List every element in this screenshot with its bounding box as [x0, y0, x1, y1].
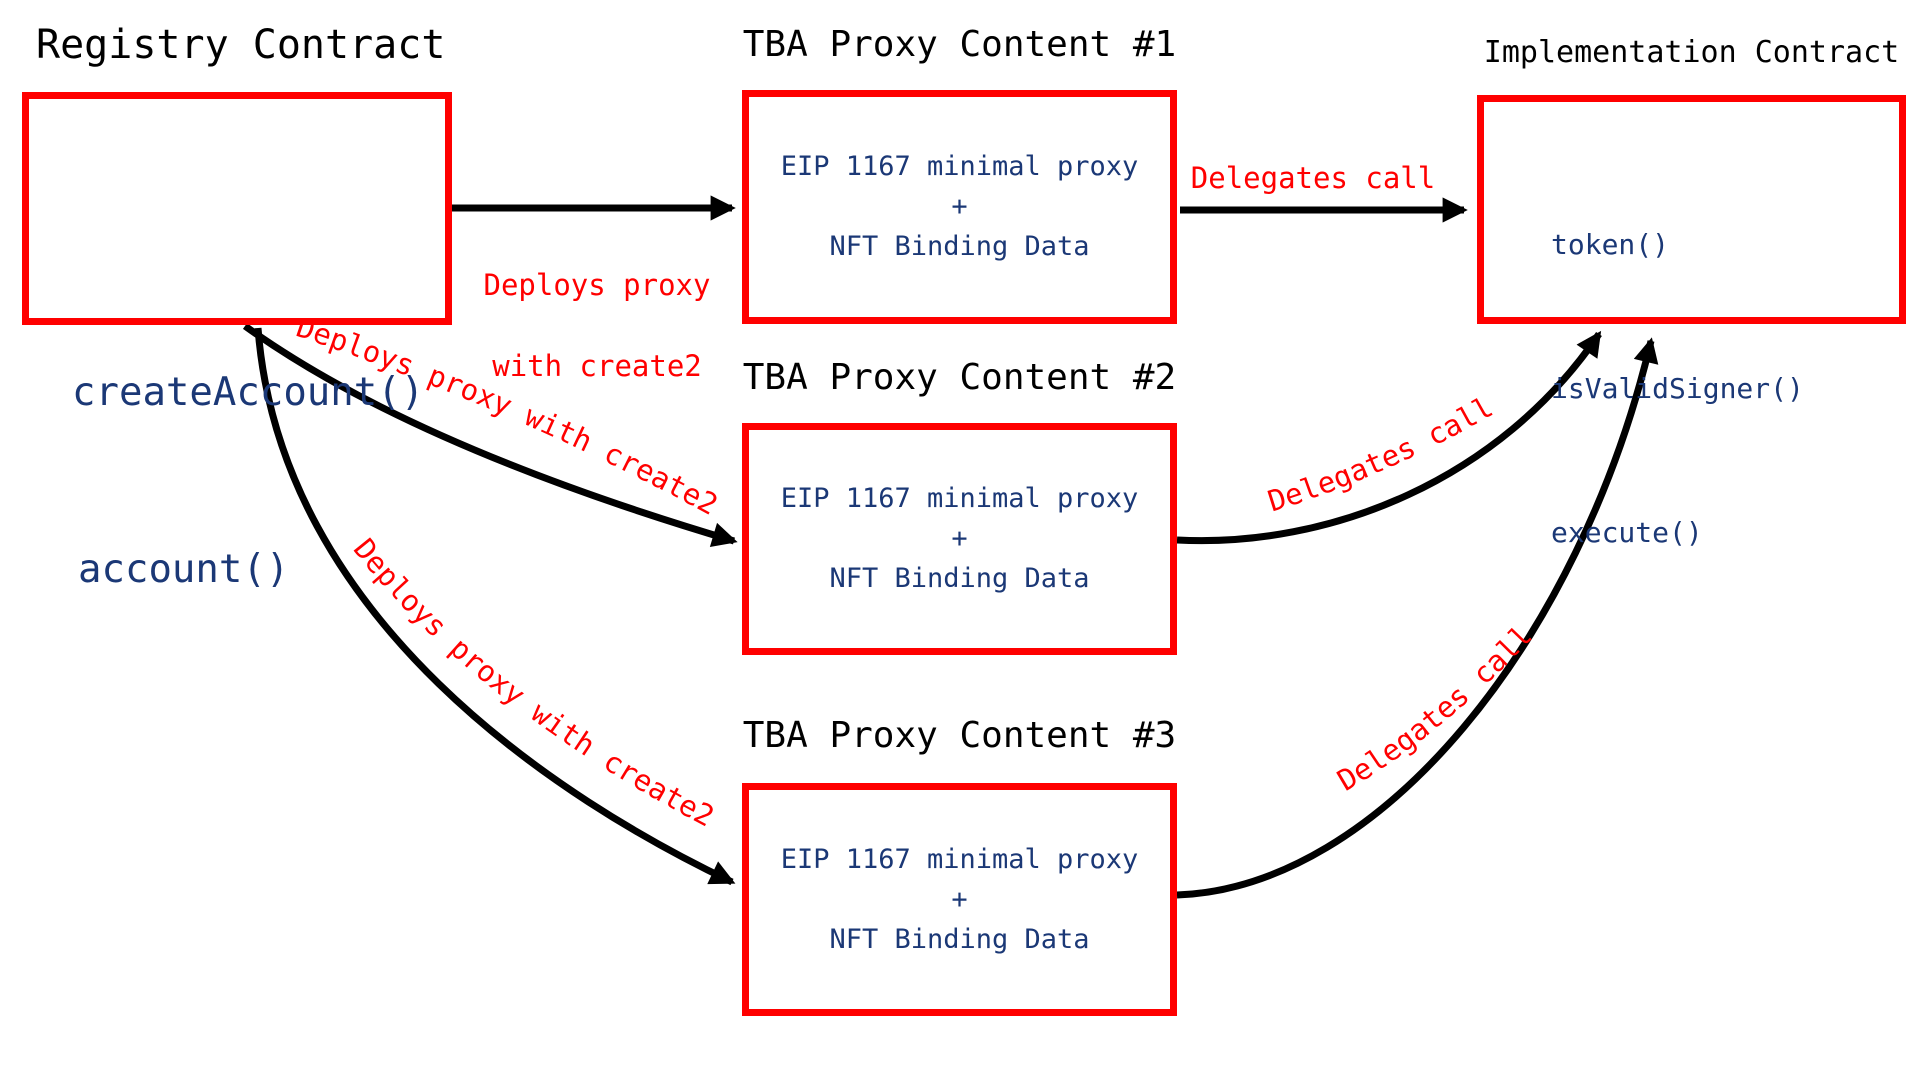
implementation-method-isValidSigner: isValidSigner(): [1551, 372, 1804, 405]
registry-methods: createAccount() account(): [72, 245, 424, 717]
implementation-box: token() isValidSigner() execute(): [1477, 95, 1906, 549]
edge-label-delegate-proxy2: Delegates call: [1264, 390, 1499, 519]
registry-method-account: account(): [78, 547, 290, 592]
proxy2-plus: +: [951, 523, 968, 554]
registry-title: Registry Contract: [36, 22, 446, 68]
proxy3-content: EIP 1167 minimal proxy + NFT Binding Dat…: [749, 790, 1170, 1009]
arrow-deploy-proxy2: [242, 323, 738, 547]
implementation-methods: token() isValidSigner() execute(): [1551, 125, 1804, 653]
proxy3-box: EIP 1167 minimal proxy + NFT Binding Dat…: [742, 783, 1177, 1016]
proxy1-line1: EIP 1167 minimal proxy: [780, 151, 1139, 182]
proxy3-title: TBA Proxy Content #3: [742, 715, 1177, 756]
arrow-delegate-proxy3: [1176, 337, 1659, 899]
proxy1-title: TBA Proxy Content #1: [742, 24, 1177, 65]
registry-box: createAccount() account(): [22, 92, 452, 592]
edge-label-deploy-proxy1: Deploys proxy with create2: [447, 218, 747, 434]
proxy3-line2: NFT Binding Data: [829, 923, 1090, 955]
proxy1-plus: +: [951, 191, 968, 222]
proxy1-box: EIP 1167 minimal proxy + NFT Binding Dat…: [742, 90, 1177, 324]
proxy2-line2: NFT Binding Data: [829, 563, 1090, 594]
edge-label-deploy-proxy1-line2: with create2: [492, 349, 702, 383]
proxy2-title: TBA Proxy Content #2: [742, 357, 1177, 398]
implementation-method-token: token(): [1551, 228, 1670, 261]
implementation-title: Implementation Contract: [1483, 35, 1900, 70]
registry-method-createAccount: createAccount(): [72, 370, 425, 415]
proxy1-content: EIP 1167 minimal proxy + NFT Binding Dat…: [749, 97, 1170, 317]
edge-label-delegate-proxy3: Delegates call: [1332, 618, 1539, 797]
proxy2-box: EIP 1167 minimal proxy + NFT Binding Dat…: [742, 423, 1177, 655]
arrow-deploy-proxy3: [254, 327, 736, 886]
proxy3-line1: EIP 1167 minimal proxy: [780, 843, 1139, 875]
proxy3-plus: +: [951, 883, 968, 915]
edge-label-deploy-proxy1-line1: Deploys proxy: [483, 268, 711, 302]
proxy1-line2: NFT Binding Data: [829, 231, 1090, 262]
implementation-method-execute: execute(): [1551, 516, 1703, 549]
proxy2-content: EIP 1167 minimal proxy + NFT Binding Dat…: [749, 430, 1170, 648]
arrow-delegate-proxy2: [1176, 330, 1602, 545]
proxy2-line1: EIP 1167 minimal proxy: [780, 483, 1139, 514]
edge-label-delegate-proxy1: Delegates call: [1190, 161, 1436, 195]
